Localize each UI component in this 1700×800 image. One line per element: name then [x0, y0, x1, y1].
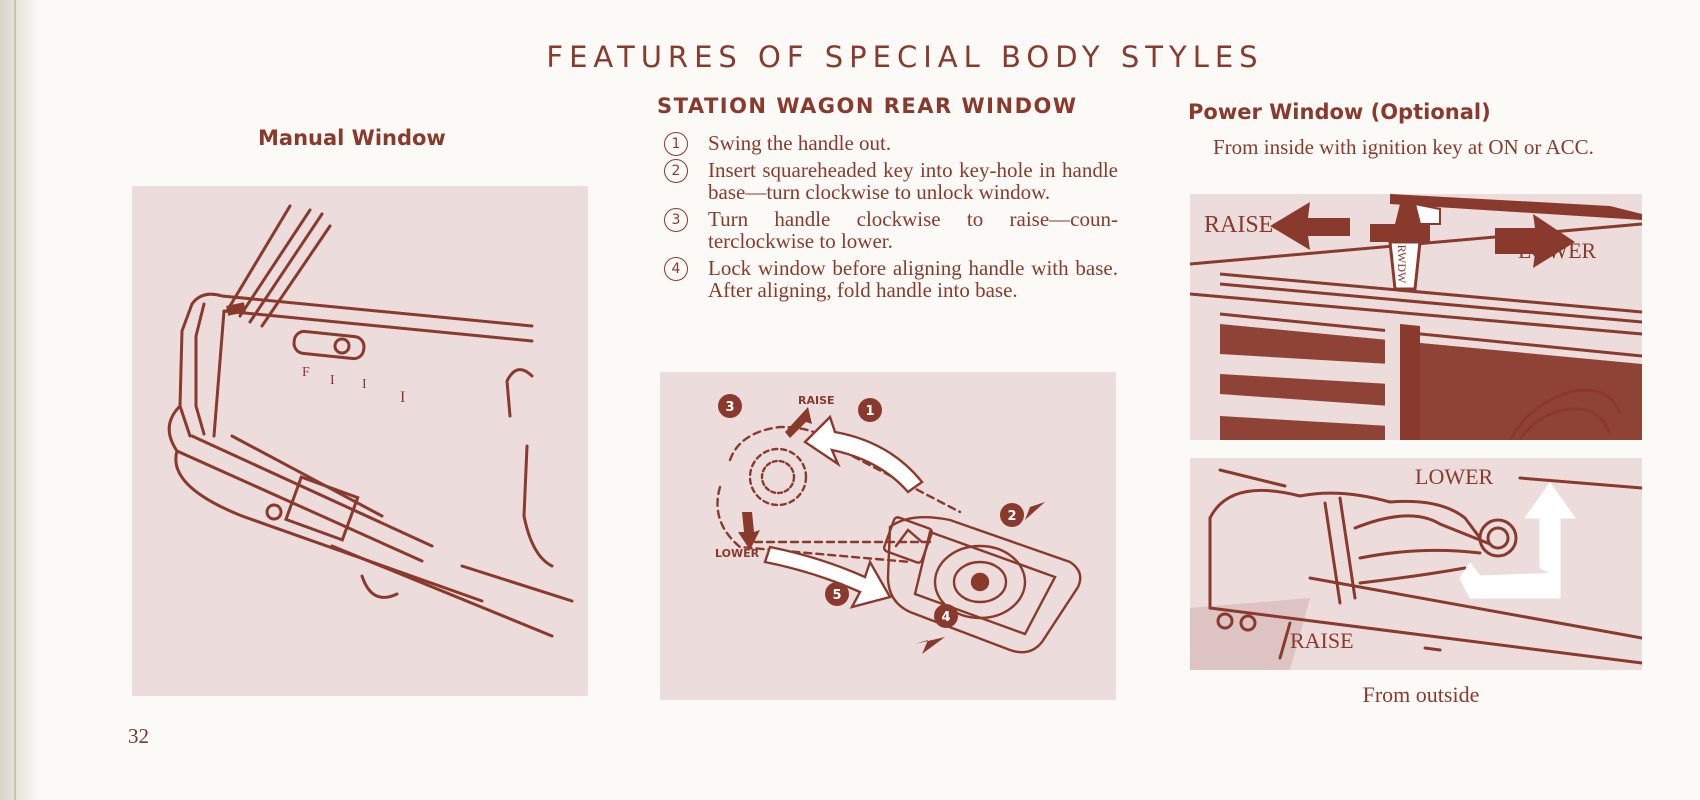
- page-binding-edge: [0, 0, 40, 800]
- lower-label: LOWER: [1518, 238, 1597, 263]
- station-wagon-steps: 1 Swing the handle out. 2 Insert squareh…: [660, 132, 1118, 306]
- power-window-heading: Power Window (Optional): [1188, 100, 1491, 124]
- step-item: 3 Turn handle clockwise to raise—coun-te…: [660, 208, 1118, 252]
- step-number: 3: [664, 208, 688, 232]
- manual-window-illustration: F I I I: [132, 186, 588, 696]
- binding-crease: [14, 0, 16, 800]
- figure-letter: I: [362, 377, 367, 392]
- step-item: 2 Insert squareheaded key into key-hole …: [660, 159, 1118, 203]
- page-title: FEATURES OF SPECIAL BODY STYLES: [546, 40, 1264, 74]
- lower-label: LOWER: [1415, 464, 1494, 489]
- marker-3: 3: [725, 400, 734, 415]
- step-item: 1 Swing the handle out.: [660, 131, 1118, 156]
- figure-letter: F: [302, 365, 310, 380]
- power-window-inside-illustration: RAISE LOWER RWDW: [1190, 194, 1642, 440]
- marker-2: 2: [1007, 509, 1016, 524]
- raise-label: RAISE: [1290, 628, 1354, 653]
- step-text: Lock window before aligning handle with …: [708, 256, 1118, 302]
- manual-window-drawing: F I I I: [167, 204, 574, 638]
- marker-4: 4: [941, 610, 950, 625]
- raise-label: RAISE: [798, 394, 835, 407]
- step-text: Turn handle clockwise to raise—coun-terc…: [708, 207, 1118, 253]
- step-number: 2: [664, 159, 688, 183]
- figure-letter: I: [400, 389, 405, 406]
- page-number: 32: [128, 724, 149, 748]
- marker-1: 1: [865, 404, 874, 419]
- station-wagon-handle-illustration: 3 1 2 5 4 RAISE LOWER: [660, 372, 1116, 700]
- inside-switch-drawing: RAISE LOWER RWDW: [1190, 194, 1642, 440]
- step-text: Insert squareheaded key into key-hole in…: [708, 158, 1118, 204]
- raise-label: RAISE: [1204, 212, 1273, 238]
- power-window-outside-illustration: LOWER RAISE: [1190, 458, 1642, 670]
- step-item: 4 Lock window before aligning handle wit…: [660, 257, 1118, 301]
- marker-5: 5: [832, 588, 841, 603]
- station-wagon-heading: STATION WAGON REAR WINDOW: [657, 94, 1078, 118]
- step-number: 1: [664, 132, 688, 156]
- step-number: 4: [664, 257, 688, 281]
- figure-letter: I: [330, 373, 335, 388]
- handle-drawing: 3 1 2 5 4 RAISE LOWER: [715, 394, 1082, 654]
- step-text: Swing the handle out.: [708, 131, 892, 155]
- lower-label: LOWER: [715, 547, 760, 560]
- manual-window-heading: Manual Window: [258, 126, 446, 150]
- outside-caption: From outside: [1362, 682, 1480, 707]
- outside-key-drawing: LOWER RAISE: [1190, 464, 1642, 670]
- power-window-intro: From inside with ignition key at ON or A…: [1213, 135, 1594, 159]
- switch-lettering: RWDW: [1395, 245, 1409, 284]
